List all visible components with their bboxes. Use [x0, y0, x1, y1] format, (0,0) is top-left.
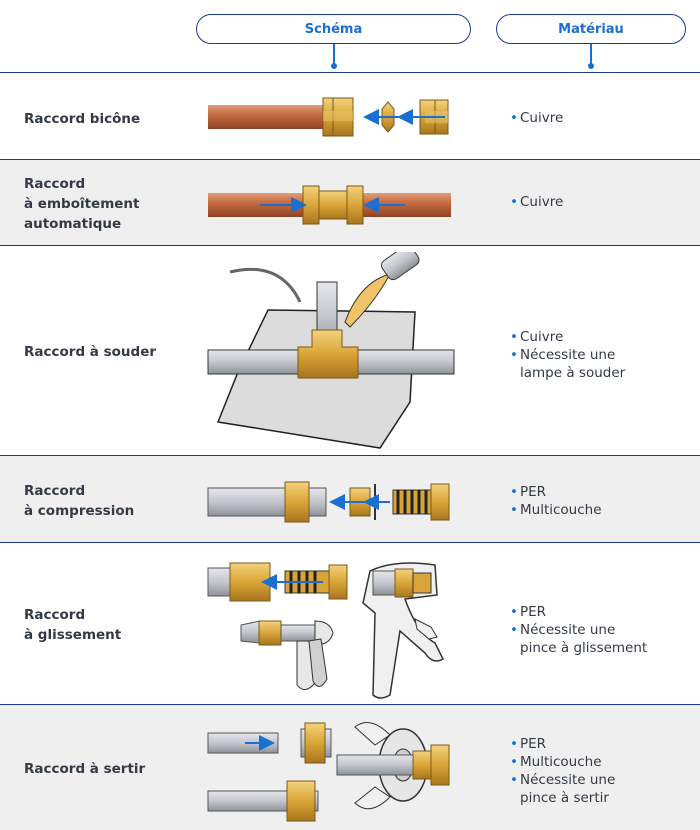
material-item: Multicouche [510, 501, 602, 519]
schema-header-dot [331, 63, 337, 69]
material-header-label: Matériau [558, 21, 624, 37]
material-text: Multicouche [520, 502, 602, 518]
material-text: Cuivre [520, 110, 564, 126]
material-text: Nécessite une pince à sertir [520, 772, 616, 806]
row-label: Raccord à compression [24, 483, 135, 519]
material-text: PER [520, 484, 547, 500]
row-label: Raccord à sertir [24, 761, 146, 777]
material-text: Cuivre [520, 194, 564, 210]
row-label: Raccord à emboîtement automatique [24, 176, 140, 232]
schema-header: Schéma [196, 14, 471, 44]
row-solder: Raccord à souder Cuivre Nécessite une la… [0, 245, 700, 455]
material-header-stem [590, 44, 592, 66]
schema-header-label: Schéma [304, 21, 363, 37]
material-item: Nécessite une pince à sertir [510, 771, 615, 807]
material-item: Cuivre [510, 193, 563, 211]
materials-list: PER Multicouche [510, 483, 602, 519]
material-text: Nécessite une pince à glissement [520, 622, 648, 656]
schema-header-stem [333, 44, 335, 66]
material-item: PER [510, 603, 647, 621]
compression-fitting-icon [207, 481, 450, 523]
push-fit-fitting-icon [208, 185, 451, 225]
material-item: PER [510, 483, 602, 501]
material-header-dot [588, 63, 594, 69]
material-text: Multicouche [520, 754, 602, 770]
material-text: Cuivre [520, 329, 564, 345]
solder-fitting-icon [207, 252, 455, 449]
material-text: PER [520, 736, 547, 752]
row-label: Raccord à souder [24, 344, 157, 360]
row-push-fit: Raccord à emboîtement automatique Cuivre [0, 159, 700, 245]
material-header: Matériau [496, 14, 686, 44]
material-item: Multicouche [510, 753, 615, 771]
row-press: Raccord à sertir PER Multicouche Nécessi… [0, 704, 700, 830]
material-item: PER [510, 735, 615, 753]
row-bicone: Raccord bicône Cuivre [0, 72, 700, 159]
row-label: Raccord bicône [24, 111, 141, 127]
press-fitting-icon [207, 722, 450, 822]
material-text: Nécessite une lampe à souder [520, 347, 626, 381]
materials-list: Cuivre [510, 193, 563, 211]
material-item: Cuivre [510, 328, 625, 346]
materials-list: PER Multicouche Nécessite une pince à se… [510, 735, 615, 807]
materials-list: Cuivre Nécessite une lampe à souder [510, 328, 625, 382]
row-slide: Raccord à glissement PER Nécessite une p… [0, 542, 700, 704]
material-item: Cuivre [510, 109, 563, 127]
material-item: Nécessite une pince à glissement [510, 621, 647, 657]
material-item: Nécessite une lampe à souder [510, 346, 625, 382]
row-label: Raccord à glissement [24, 607, 122, 643]
row-compression: Raccord à compression PER Multicouche [0, 455, 700, 542]
slide-fitting-icon [207, 562, 444, 699]
material-text: PER [520, 604, 547, 620]
materials-list: PER Nécessite une pince à glissement [510, 603, 647, 657]
bicone-fitting-icon [208, 97, 449, 137]
materials-list: Cuivre [510, 109, 563, 127]
